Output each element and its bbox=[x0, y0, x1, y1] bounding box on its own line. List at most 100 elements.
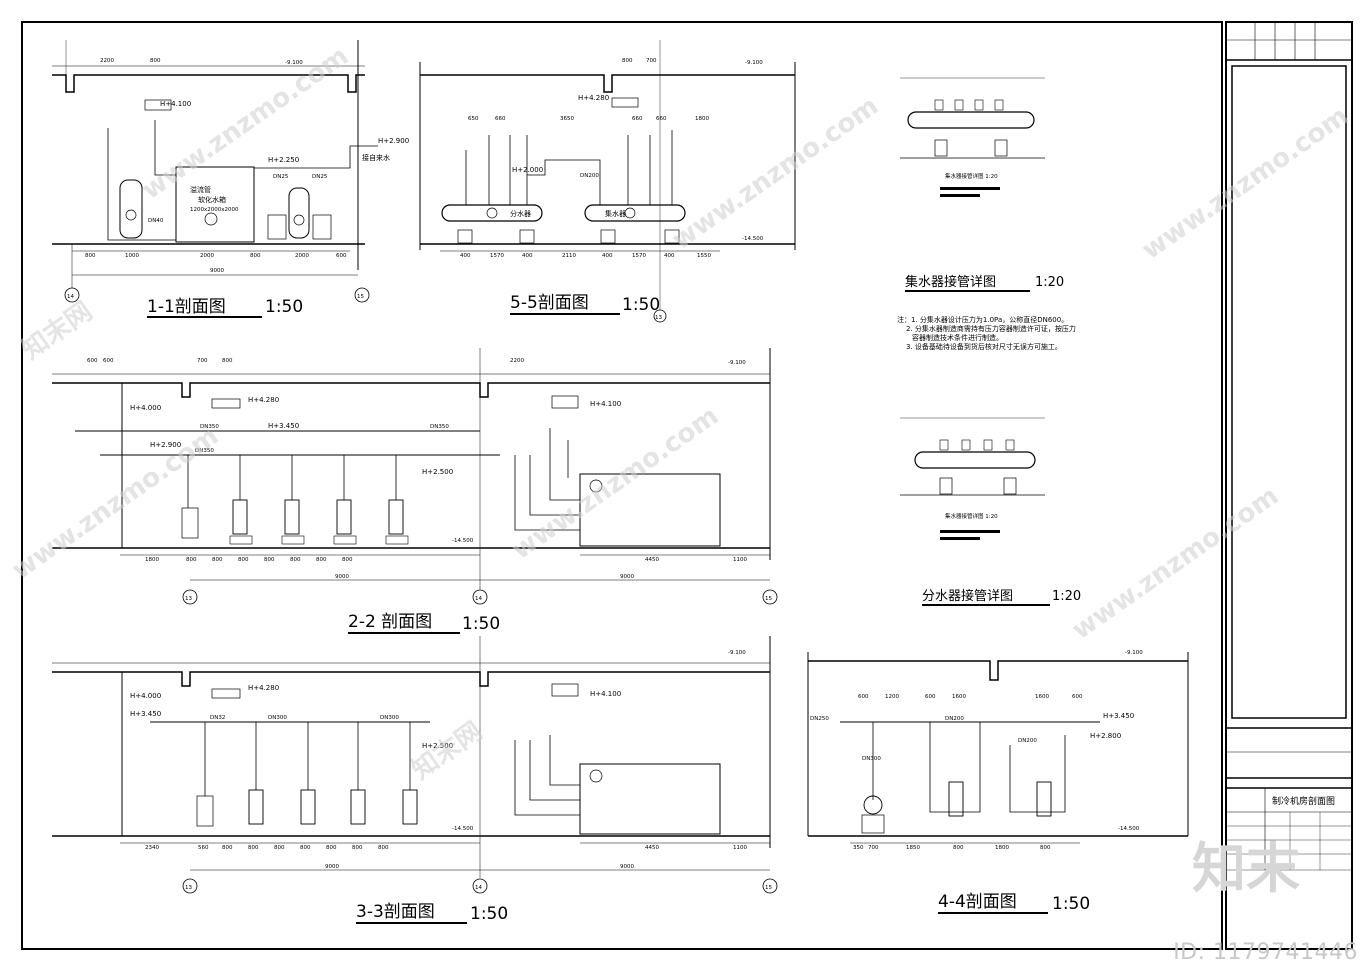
svg-text:600: 600 bbox=[858, 694, 869, 700]
section-5-5: 800 700 -9.100 H+4.280 650 660 3650 660 … bbox=[419, 40, 796, 323]
svg-text:-9.100: -9.100 bbox=[285, 60, 303, 66]
svg-text:1800: 1800 bbox=[995, 845, 1009, 851]
svg-text:800: 800 bbox=[352, 845, 363, 851]
title-block-frame bbox=[1225, 21, 1353, 950]
svg-text:DN200: DN200 bbox=[580, 173, 599, 179]
svg-text:-14.500: -14.500 bbox=[742, 236, 764, 242]
svg-text:-9.100: -9.100 bbox=[1125, 650, 1143, 656]
section-1-1: 2200 800 -9.100 溢流管 软化水箱 1200x2000x2000 … bbox=[52, 40, 409, 318]
svg-text:400: 400 bbox=[664, 253, 675, 259]
svg-text:注：1. 分集水器设计压力为1.0Pa，公称直径DN600。: 注：1. 分集水器设计压力为1.0Pa，公称直径DN600。 bbox=[897, 315, 1068, 324]
svg-text:H+2.250: H+2.250 bbox=[268, 156, 299, 164]
svg-text:1550: 1550 bbox=[697, 253, 711, 259]
svg-text:1:50: 1:50 bbox=[470, 904, 508, 924]
svg-text:1100: 1100 bbox=[733, 557, 747, 563]
svg-text:1200: 1200 bbox=[885, 694, 899, 700]
svg-text:800: 800 bbox=[290, 557, 301, 563]
svg-text:集水器: 集水器 bbox=[605, 209, 626, 218]
svg-text:9000: 9000 bbox=[335, 574, 349, 580]
svg-text:1200x2000x2000: 1200x2000x2000 bbox=[190, 207, 239, 213]
svg-text:3. 设备基础待设备到货后核对尺寸无误方可施工。: 3. 设备基础待设备到货后核对尺寸无误方可施工。 bbox=[906, 342, 1062, 351]
svg-text:800: 800 bbox=[300, 845, 311, 851]
svg-text:800: 800 bbox=[274, 845, 285, 851]
brand-logo: 知末 bbox=[1192, 837, 1300, 900]
svg-text:800: 800 bbox=[264, 557, 275, 563]
svg-text:800: 800 bbox=[85, 253, 96, 259]
svg-text:知末网: 知末网 bbox=[407, 716, 488, 785]
svg-text:DN350: DN350 bbox=[430, 424, 449, 430]
svg-text:软化水箱: 软化水箱 bbox=[198, 195, 226, 204]
svg-text:www.znzmo.com: www.znzmo.com bbox=[1137, 101, 1354, 266]
svg-text:1:20: 1:20 bbox=[1052, 589, 1081, 604]
svg-text:DN25: DN25 bbox=[312, 174, 328, 180]
svg-text:DN25: DN25 bbox=[273, 174, 289, 180]
watermark: www.znzmo.com www.znzmo.com www.znzmo.co… bbox=[7, 41, 1354, 786]
svg-text:H+4.280: H+4.280 bbox=[248, 396, 279, 404]
svg-text:1:50: 1:50 bbox=[462, 614, 500, 634]
svg-text:800: 800 bbox=[238, 557, 249, 563]
svg-text:集水器接管详图 1:20: 集水器接管详图 1:20 bbox=[945, 172, 998, 180]
svg-text:DN350: DN350 bbox=[195, 448, 214, 454]
svg-text:DN200: DN200 bbox=[1018, 738, 1037, 744]
svg-text:800: 800 bbox=[212, 557, 223, 563]
svg-text:-9.100: -9.100 bbox=[728, 650, 746, 656]
svg-text:DN40: DN40 bbox=[148, 218, 164, 224]
svg-text:14: 14 bbox=[67, 294, 74, 300]
svg-text:接自来水: 接自来水 bbox=[362, 153, 390, 162]
svg-text:www.znzmo.com: www.znzmo.com bbox=[507, 401, 724, 566]
section-1-1-title: 1-1剖面图 bbox=[147, 297, 226, 317]
svg-text:560: 560 bbox=[198, 845, 209, 851]
svg-text:H+4.280: H+4.280 bbox=[578, 94, 609, 102]
svg-text:集水器接管详图 1:20: 集水器接管详图 1:20 bbox=[945, 512, 998, 520]
svg-text:600: 600 bbox=[87, 358, 98, 364]
svg-text:2200: 2200 bbox=[100, 58, 114, 64]
svg-text:9000: 9000 bbox=[210, 268, 224, 274]
svg-text:1800: 1800 bbox=[145, 557, 159, 563]
svg-text:H+4.280: H+4.280 bbox=[248, 684, 279, 692]
svg-text:2200: 2200 bbox=[510, 358, 524, 364]
svg-text:H+4.100: H+4.100 bbox=[160, 100, 191, 108]
svg-text:分水器: 分水器 bbox=[510, 209, 531, 218]
svg-text:800: 800 bbox=[316, 557, 327, 563]
svg-text:溢流管: 溢流管 bbox=[190, 185, 211, 194]
collector-header bbox=[584, 204, 686, 222]
svg-text:13: 13 bbox=[185, 885, 192, 891]
svg-text:800: 800 bbox=[222, 358, 233, 364]
svg-text:DN200: DN200 bbox=[945, 716, 964, 722]
collector-detail: 集水器接管详图 1:20 集水器接管详图 1:20 bbox=[900, 77, 1064, 292]
svg-text:15: 15 bbox=[765, 885, 772, 891]
section-3-3: -9.100 H+4.280 H+4.000 H+3.450 H+4.100 H… bbox=[52, 636, 778, 924]
svg-text:2. 分集水器制造商需持有压力容器制造许可证，按压力: 2. 分集水器制造商需持有压力容器制造许可证，按压力 bbox=[906, 324, 1076, 333]
svg-text:650: 650 bbox=[468, 116, 479, 122]
svg-text:DN32: DN32 bbox=[210, 715, 225, 721]
svg-text:13: 13 bbox=[655, 315, 662, 321]
svg-text:1600: 1600 bbox=[1035, 694, 1049, 700]
svg-text:350: 350 bbox=[853, 845, 864, 851]
svg-text:-14.500: -14.500 bbox=[1118, 826, 1140, 832]
svg-text:H+4.100: H+4.100 bbox=[590, 690, 621, 698]
svg-text:800: 800 bbox=[378, 845, 389, 851]
svg-text:14: 14 bbox=[475, 596, 482, 602]
svg-text:-9.100: -9.100 bbox=[728, 360, 746, 366]
svg-text:DN350: DN350 bbox=[200, 424, 219, 430]
svg-text:400: 400 bbox=[522, 253, 533, 259]
section-4-4-title: 4-4剖面图 bbox=[938, 892, 1017, 912]
svg-text:-9.100: -9.100 bbox=[745, 60, 763, 66]
svg-text:800: 800 bbox=[250, 253, 261, 259]
svg-text:H+2.000: H+2.000 bbox=[512, 166, 543, 174]
svg-text:DN250: DN250 bbox=[810, 716, 829, 722]
section-2-2-title: 2-2 剖面图 bbox=[348, 612, 432, 632]
svg-text:-14.500: -14.500 bbox=[452, 826, 474, 832]
svg-text:H+2.900: H+2.900 bbox=[378, 137, 409, 145]
cold-storage-tank-3-3 bbox=[579, 763, 721, 835]
svg-text:DN300: DN300 bbox=[862, 756, 881, 762]
svg-text:14: 14 bbox=[475, 885, 482, 891]
distributor-detail-title: 分水器接管详图 bbox=[922, 588, 1013, 604]
svg-text:800: 800 bbox=[622, 58, 633, 64]
svg-text:1800: 1800 bbox=[695, 116, 709, 122]
svg-text:H+2.800: H+2.800 bbox=[1090, 732, 1121, 740]
svg-text:1:50: 1:50 bbox=[265, 297, 303, 317]
svg-text:660: 660 bbox=[495, 116, 506, 122]
drawing-name: 制冷机房剖面图 bbox=[1272, 795, 1335, 807]
softened-water-tank bbox=[175, 166, 255, 243]
